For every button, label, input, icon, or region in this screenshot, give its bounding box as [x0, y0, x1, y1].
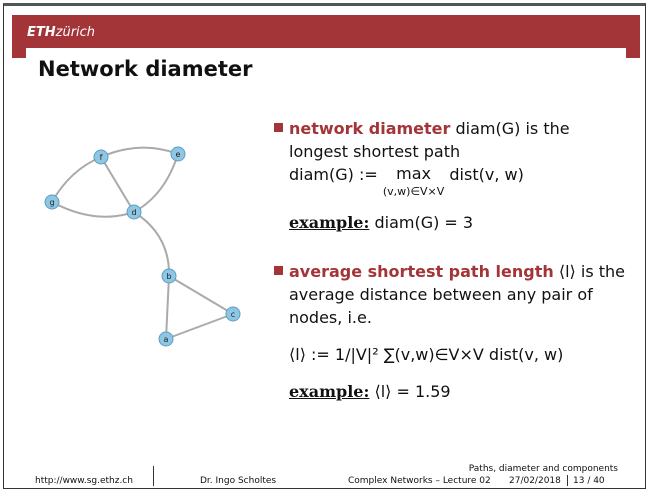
item1-line2: longest shortest path [289, 142, 461, 161]
formula-max: max [396, 164, 431, 183]
node-c [225, 306, 241, 322]
item2-line2: average distance between any pair of [289, 285, 593, 304]
node-label: b [166, 272, 171, 281]
item2-text: average shortest path length ⟨l⟩ is the … [289, 260, 625, 329]
term-network-diameter: network diameter [289, 119, 451, 138]
slide-frame [3, 3, 646, 489]
page-title: Network diameter [38, 57, 253, 81]
footer-date: 27/02/2018 [509, 476, 561, 486]
edge-f-e [100, 146, 179, 158]
footer-divider [153, 466, 154, 486]
formula2: ⟨l⟩ := 1/|V|² ∑(v,w)∈V×V dist(v, w) [289, 345, 564, 364]
item2-line1: ⟨l⟩ is the [558, 262, 625, 281]
node-b [161, 268, 177, 284]
footer-section: Paths, diameter and components [468, 464, 618, 474]
eth-logo: ETHzürich [27, 25, 95, 40]
term-avg-path-length: average shortest path length [289, 262, 554, 281]
footer-page: 13 / 40 [573, 476, 605, 486]
edge-f-d [100, 156, 135, 213]
edge-b-c [168, 275, 234, 315]
footer-course: Complex Networks – Lecture 02 [348, 476, 491, 486]
node-label: g [49, 198, 54, 207]
node-label: d [131, 208, 136, 217]
item1-line1: diam(G) is the [455, 119, 570, 138]
example-value: ⟨l⟩ = 1.59 [374, 382, 451, 401]
item2-line3: nodes, i.e. [289, 308, 372, 327]
footer-divider [567, 475, 568, 486]
node-label: a [164, 335, 169, 344]
bullet-icon [274, 266, 283, 275]
item1-text: network diameter diam(G) is the longest … [289, 117, 570, 200]
node-a [158, 331, 174, 347]
node-f [93, 149, 109, 165]
logo-zurich: zürich [55, 25, 96, 40]
edge-d-b [133, 211, 171, 277]
node-label: c [231, 310, 235, 319]
formula-lhs: diam(G) := [289, 165, 378, 184]
footer-url[interactable]: http://www.sg.ethz.ch [35, 476, 133, 486]
formula-sub: (v,w)∈V×V [382, 185, 445, 198]
node-d [126, 204, 142, 220]
example-value: diam(G) = 3 [374, 213, 474, 232]
example-label: example: [289, 213, 370, 232]
edge-e-d [133, 153, 179, 213]
edge-b-a [165, 275, 170, 340]
node-e [170, 146, 186, 162]
bullet-icon [274, 123, 283, 132]
edge-g-f [51, 156, 102, 203]
example1: example: diam(G) = 3 [289, 211, 473, 234]
example2: example: ⟨l⟩ = 1.59 [289, 380, 451, 403]
node-g [44, 194, 60, 210]
node-label: e [176, 150, 181, 159]
logo-eth: ETH [27, 25, 56, 40]
example-label: example: [289, 382, 370, 401]
edge-a-c [165, 313, 234, 340]
title-box [26, 48, 626, 88]
node-label: f [100, 153, 103, 162]
footer-author: Dr. Ingo Scholtes [200, 476, 277, 486]
edge-g-d [51, 201, 135, 218]
formula-rhs: dist(v, w) [449, 165, 524, 184]
